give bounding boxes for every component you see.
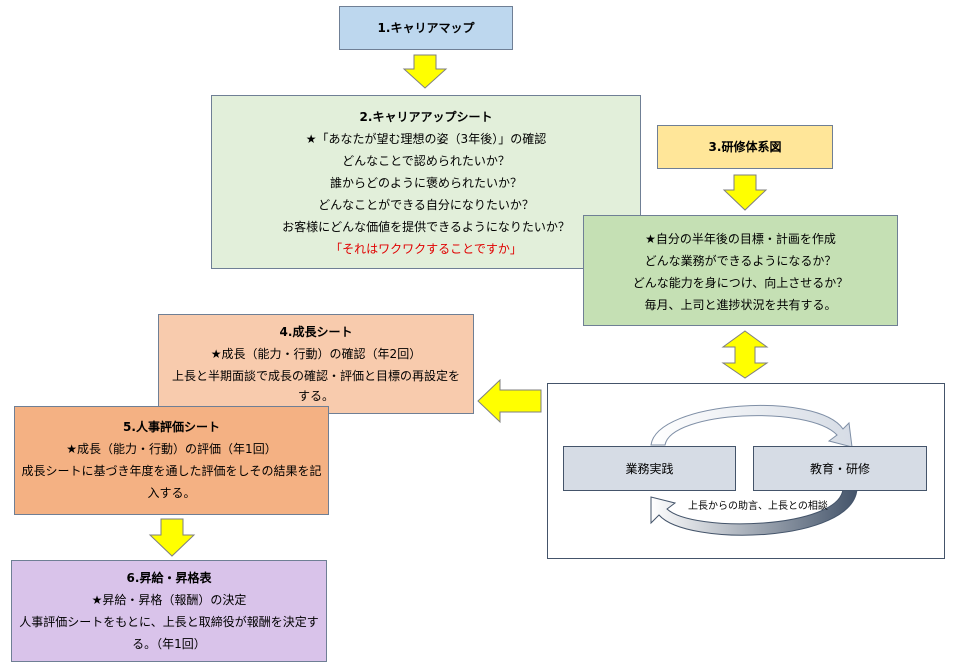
career-up-sheet-box: 2.キャリアアップシート ★「あなたが望む理想の姿（3年後）」の確認 どんなこと…	[211, 95, 641, 269]
goal-line: 毎月、上司と進捗状況を共有する。	[644, 298, 837, 312]
career-map-box: 1.キャリアマップ	[339, 6, 513, 50]
career-up-line: お客様にどんな価値を提供できるようになりたいか？	[282, 220, 570, 234]
hr-evaluation-title: 5.人事評価シート	[123, 420, 220, 434]
goal-line: どんな業務ができるようになるか？	[644, 254, 837, 268]
salary-line: ★昇給・昇格（報酬）の決定	[91, 593, 247, 607]
business-practice-label: 業務実践	[625, 462, 674, 476]
arrow-down-icon	[402, 54, 448, 89]
career-map-title: 1.キャリアマップ	[377, 21, 475, 35]
career-up-line: 誰からどのように褒められたいか？	[329, 176, 522, 190]
career-up-line: どんなことができる自分になりたいか？	[318, 198, 534, 212]
training-system-title: 3.研修体系図	[708, 140, 782, 154]
goal-line: ★自分の半年後の目標・計画を作成	[645, 232, 836, 246]
career-up-line: ★「あなたが望む理想の姿（3年後）」の確認	[305, 132, 547, 146]
growth-line: する。	[297, 389, 334, 403]
goal-line: どんな能力を身につけ、向上させるか？	[632, 276, 849, 290]
growth-line: 上長と半期面談で成長の確認・評価と目標の再設定を	[171, 369, 460, 383]
salary-line: る。（年1回）	[132, 637, 206, 651]
growth-line: ★成長（能力・行動）の確認（年2回）	[210, 347, 422, 361]
training-system-box: 3.研修体系図	[657, 125, 833, 169]
cycle-caption: 上長からの助言、上長との相談	[688, 501, 828, 512]
hr-line: 成長シートに基づき年度を通した評価をしその結果を記	[21, 464, 322, 478]
arrow-down-icon	[722, 174, 768, 211]
half-year-goal-box: ★自分の半年後の目標・計画を作成 どんな業務ができるようになるか？ どんな能力を…	[583, 215, 898, 326]
hr-line: ★成長（能力・行動）の評価（年1回）	[66, 442, 277, 456]
hr-line: 入する。	[147, 486, 196, 500]
education-training-label: 教育・研修	[809, 462, 870, 476]
business-practice-box: 業務実践	[563, 446, 736, 491]
hr-evaluation-box: 5.人事評価シート ★成長（能力・行動）の評価（年1回） 成長シートに基づき年度…	[14, 406, 329, 515]
education-training-box: 教育・研修	[753, 446, 927, 491]
career-up-line: どんなことで認められたいか？	[342, 154, 510, 168]
growth-sheet-title: 4.成長シート	[279, 325, 353, 339]
arrow-down-icon	[148, 518, 196, 557]
arrow-left-icon	[477, 378, 542, 424]
salary-promotion-box: 6.昇給・昇格表 ★昇給・昇格（報酬）の決定 人事評価シートをもとに、上長と取締…	[11, 560, 327, 662]
salary-line: 人事評価シートをもとに、上長と取締役が報酬を決定す	[19, 615, 319, 629]
growth-sheet-box: 4.成長シート ★成長（能力・行動）の確認（年2回） 上長と半期面談で成長の確認…	[158, 314, 474, 414]
career-up-highlight: 「それはワクワクすることですか」	[330, 242, 522, 256]
salary-promotion-title: 6.昇給・昇格表	[126, 571, 212, 585]
double-arrow-icon	[721, 330, 769, 379]
career-up-sheet-title: 2.キャリアアップシート	[359, 110, 493, 124]
